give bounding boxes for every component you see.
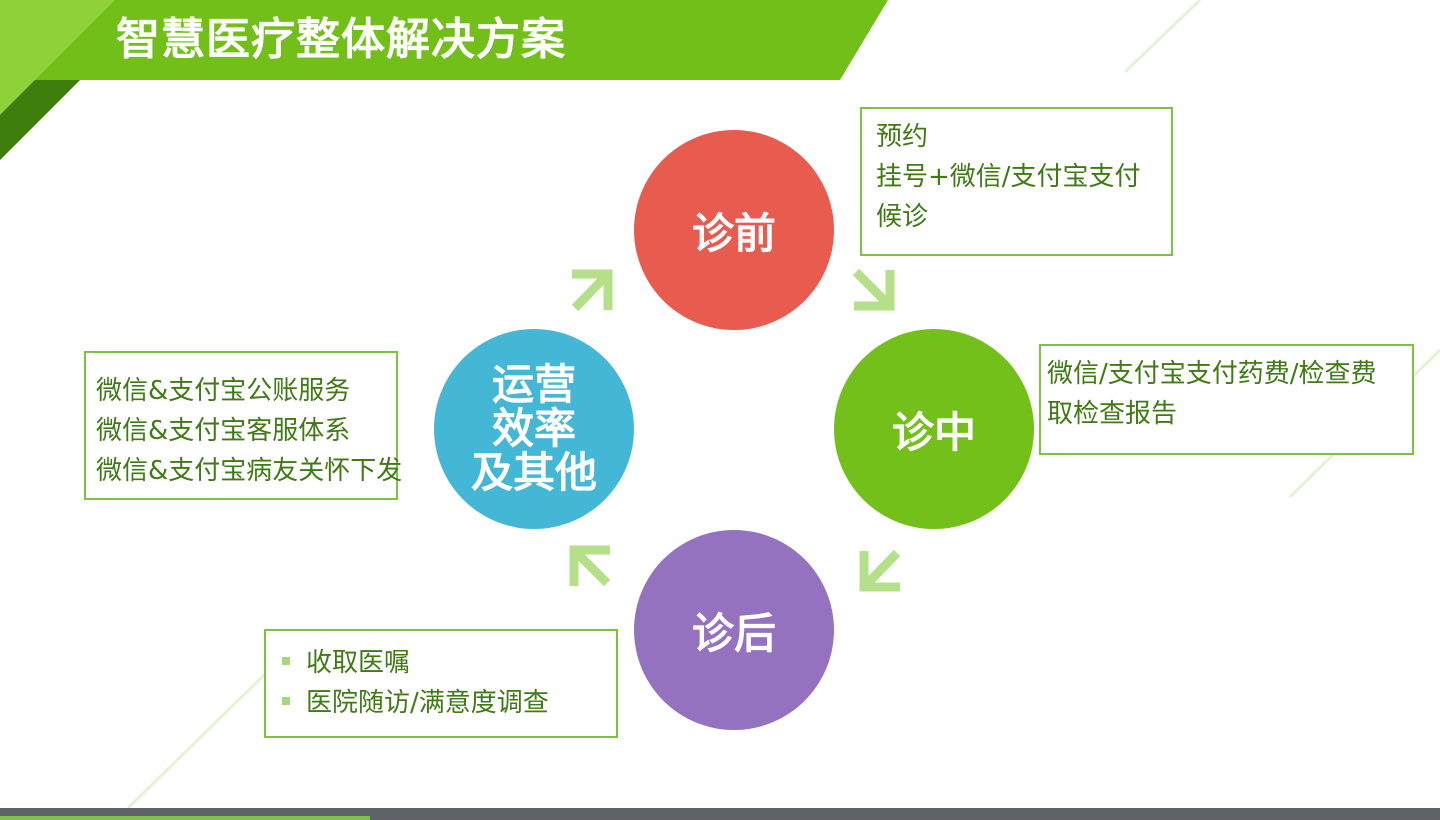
arrow-down-left-icon (859, 549, 901, 592)
stage-operations: 运营 效率 及其他 (434, 329, 634, 529)
box-line: 预约 (876, 122, 929, 152)
header-dark-fold (0, 80, 80, 160)
stage-pre-consultation: 诊前 (634, 130, 834, 330)
stage-pre-label: 诊前 (691, 208, 776, 258)
stage-ops-label: 运营 效率 及其他 (470, 360, 597, 497)
box-line: 微信&支付宝客服体系 (96, 416, 351, 446)
stage-post-consultation: 诊后 (634, 530, 834, 730)
box-line: 微信&支付宝公账服务 (96, 376, 351, 406)
stage-post-label: 诊后 (691, 608, 776, 658)
box-line: 取检查报告 (1047, 399, 1178, 429)
arrow-down-right-icon (852, 268, 895, 311)
arrow-up-right-icon (571, 269, 613, 312)
list-item-label: 收取医嘱 (306, 648, 411, 678)
box-line: 挂号+微信/支付宝支付 (876, 162, 1141, 192)
operations-box: 微信&支付宝公账服务 微信&支付宝客服体系 微信&支付宝病友关怀下发 (84, 351, 403, 500)
list-item: 收取医嘱 (282, 643, 616, 683)
stage-in-consultation: 诊中 (834, 329, 1034, 529)
list-item: 医院随访/满意度调查 (282, 683, 616, 723)
pre-consultation-box: 预约 挂号+微信/支付宝支付 候诊 (860, 107, 1173, 256)
page-title: 智慧医疗整体解决方案 (116, 14, 566, 65)
decor-line (1123, 0, 1202, 74)
bullet-icon (282, 697, 290, 705)
stage-mid-label: 诊中 (891, 407, 976, 457)
arrow-up-left-icon (569, 545, 611, 587)
box-line: 微信&支付宝病友关怀下发 (96, 456, 403, 486)
in-consultation-box: 微信/支付宝支付药费/检查费 取检查报告 (1039, 344, 1414, 455)
header-banner (0, 0, 888, 160)
list-item-label: 医院随访/满意度调查 (306, 688, 549, 718)
post-consultation-box: 收取医嘱 医院随访/满意度调查 (264, 629, 618, 738)
footer-accent (0, 816, 370, 820)
bullet-icon (282, 657, 290, 665)
box-line: 候诊 (876, 202, 929, 232)
box-line: 微信/支付宝支付药费/检查费 (1047, 359, 1377, 389)
